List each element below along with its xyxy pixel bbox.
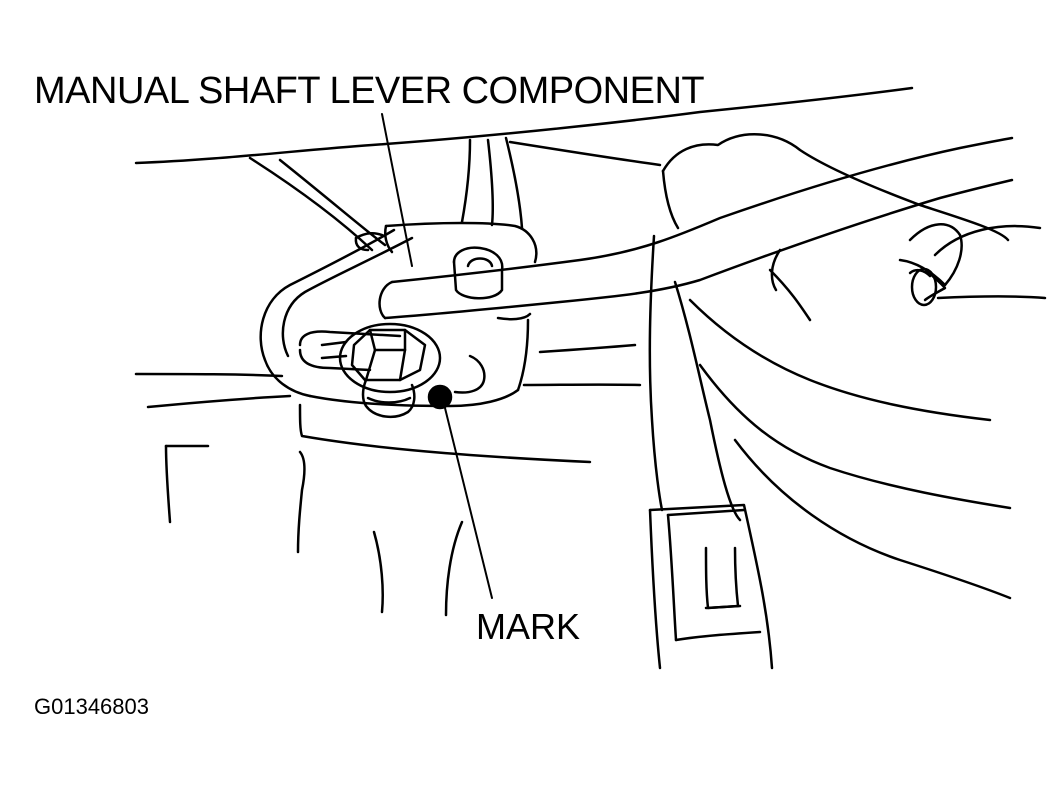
leader-lines: [382, 114, 492, 598]
transmission-housing: [136, 88, 912, 615]
mark-dot: [429, 386, 451, 408]
manual-shaft-lever-label: MANUAL SHAFT LEVER COMPONENT: [34, 70, 705, 112]
lever-plate: [261, 223, 537, 406]
connector: [650, 505, 772, 668]
nut: [454, 248, 502, 299]
side-cover: [650, 134, 1045, 598]
mark-label: MARK: [476, 606, 581, 647]
figure-id: G01346803: [34, 694, 149, 719]
bolt: [340, 324, 440, 417]
pry-bar: [380, 138, 1012, 319]
